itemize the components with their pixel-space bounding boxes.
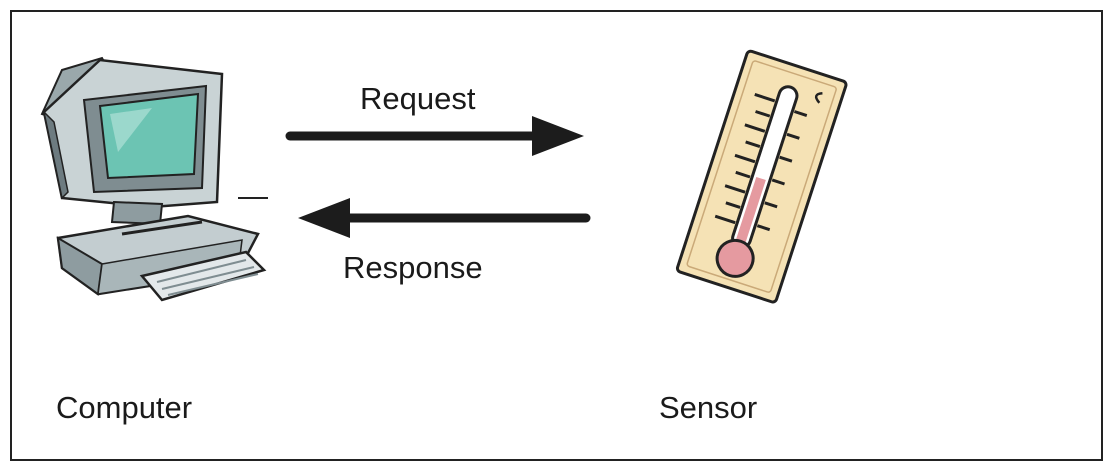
response-label: Response (343, 250, 483, 285)
request-arrow (285, 116, 584, 156)
computer-label: Computer (56, 390, 193, 425)
diagram-frame (10, 10, 1103, 461)
request-label: Request (360, 81, 476, 116)
response-arrow (298, 198, 591, 238)
sensor-label: Sensor (659, 390, 758, 425)
thermometer-icon (675, 49, 848, 304)
diagram-canvas (40, 49, 848, 304)
desktop-computer-icon (40, 56, 268, 302)
